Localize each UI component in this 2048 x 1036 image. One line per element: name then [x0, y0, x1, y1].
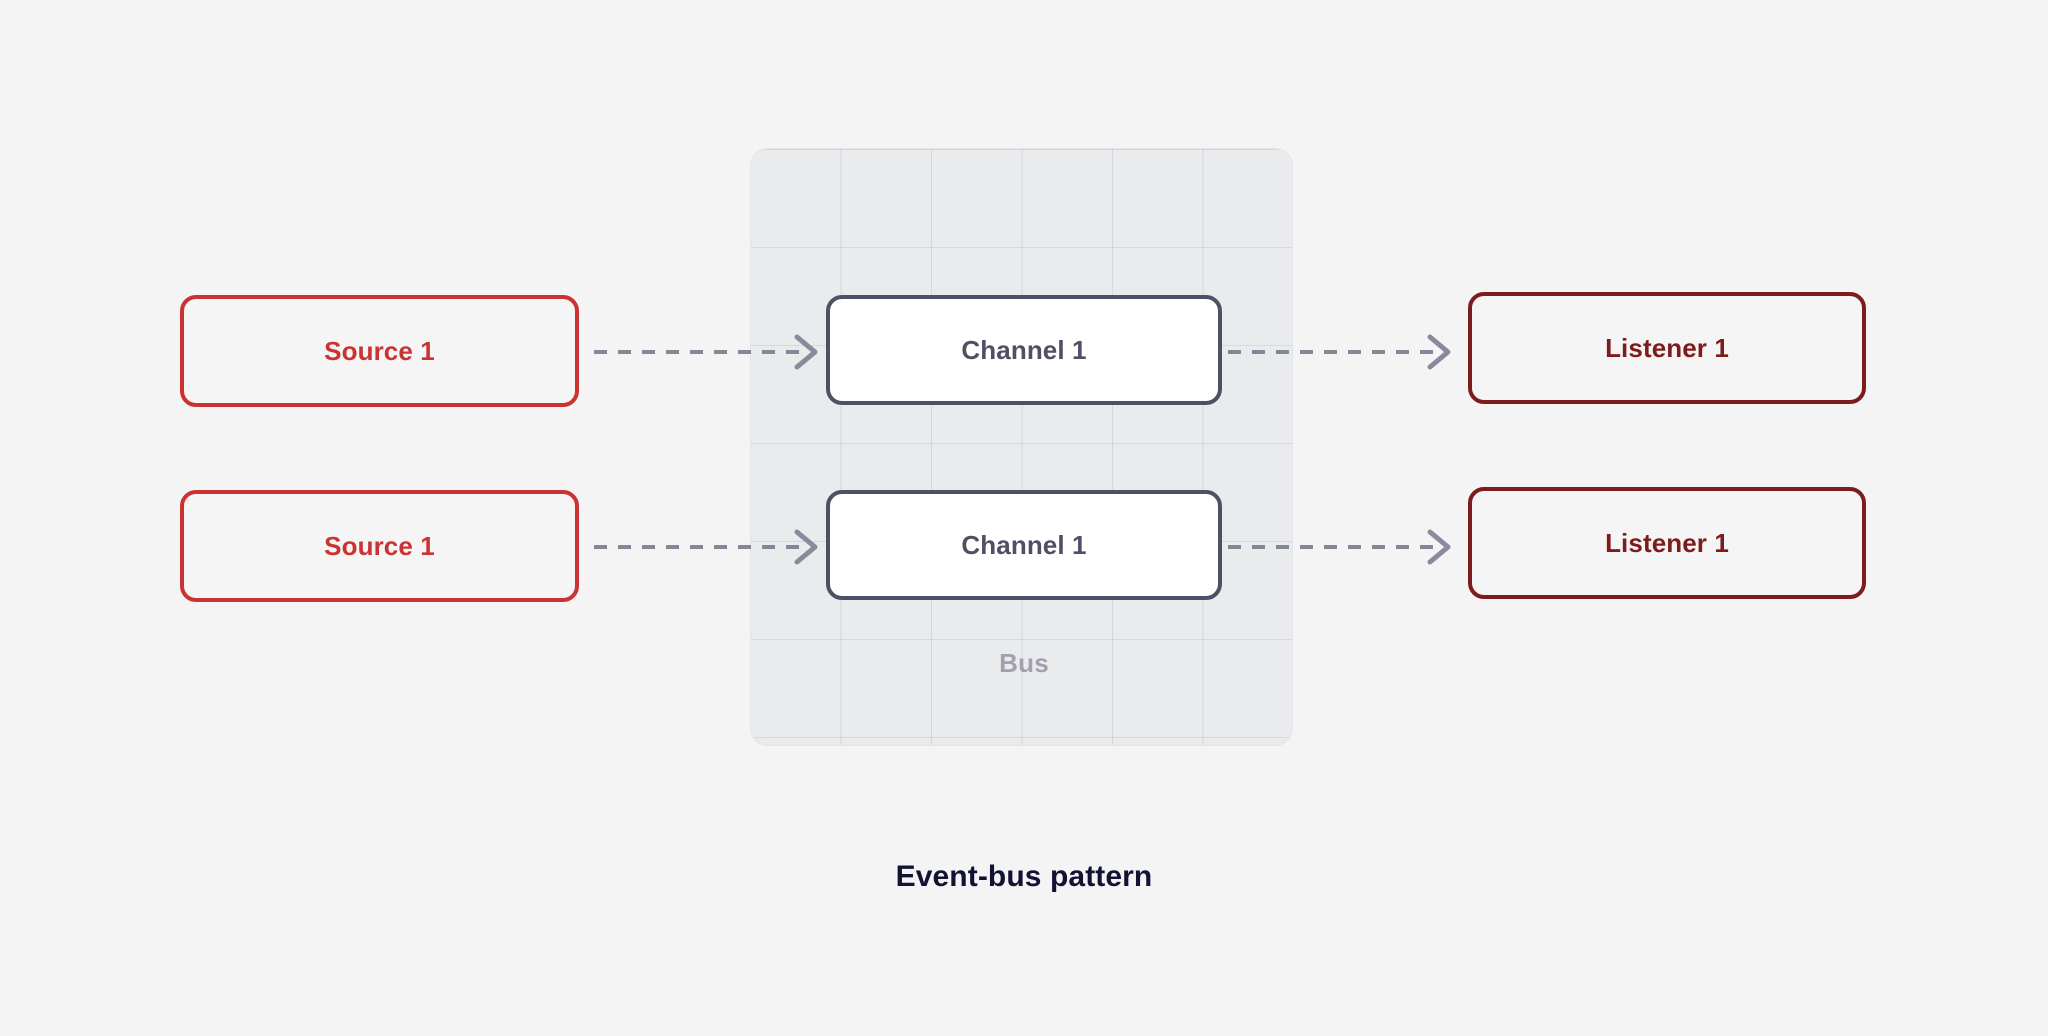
- diagram-caption: Event-bus pattern: [895, 860, 1153, 893]
- bus-label: Bus: [999, 648, 1049, 678]
- node-source-2[interactable]: Source 1: [180, 490, 579, 602]
- node-listener-1[interactable]: Listener 1: [1468, 292, 1866, 404]
- node-channel-2[interactable]: Channel 1: [826, 490, 1222, 600]
- node-source-1[interactable]: Source 1: [180, 295, 579, 407]
- node-channel-1[interactable]: Channel 1: [826, 295, 1222, 405]
- node-listener-2[interactable]: Listener 1: [1468, 487, 1866, 599]
